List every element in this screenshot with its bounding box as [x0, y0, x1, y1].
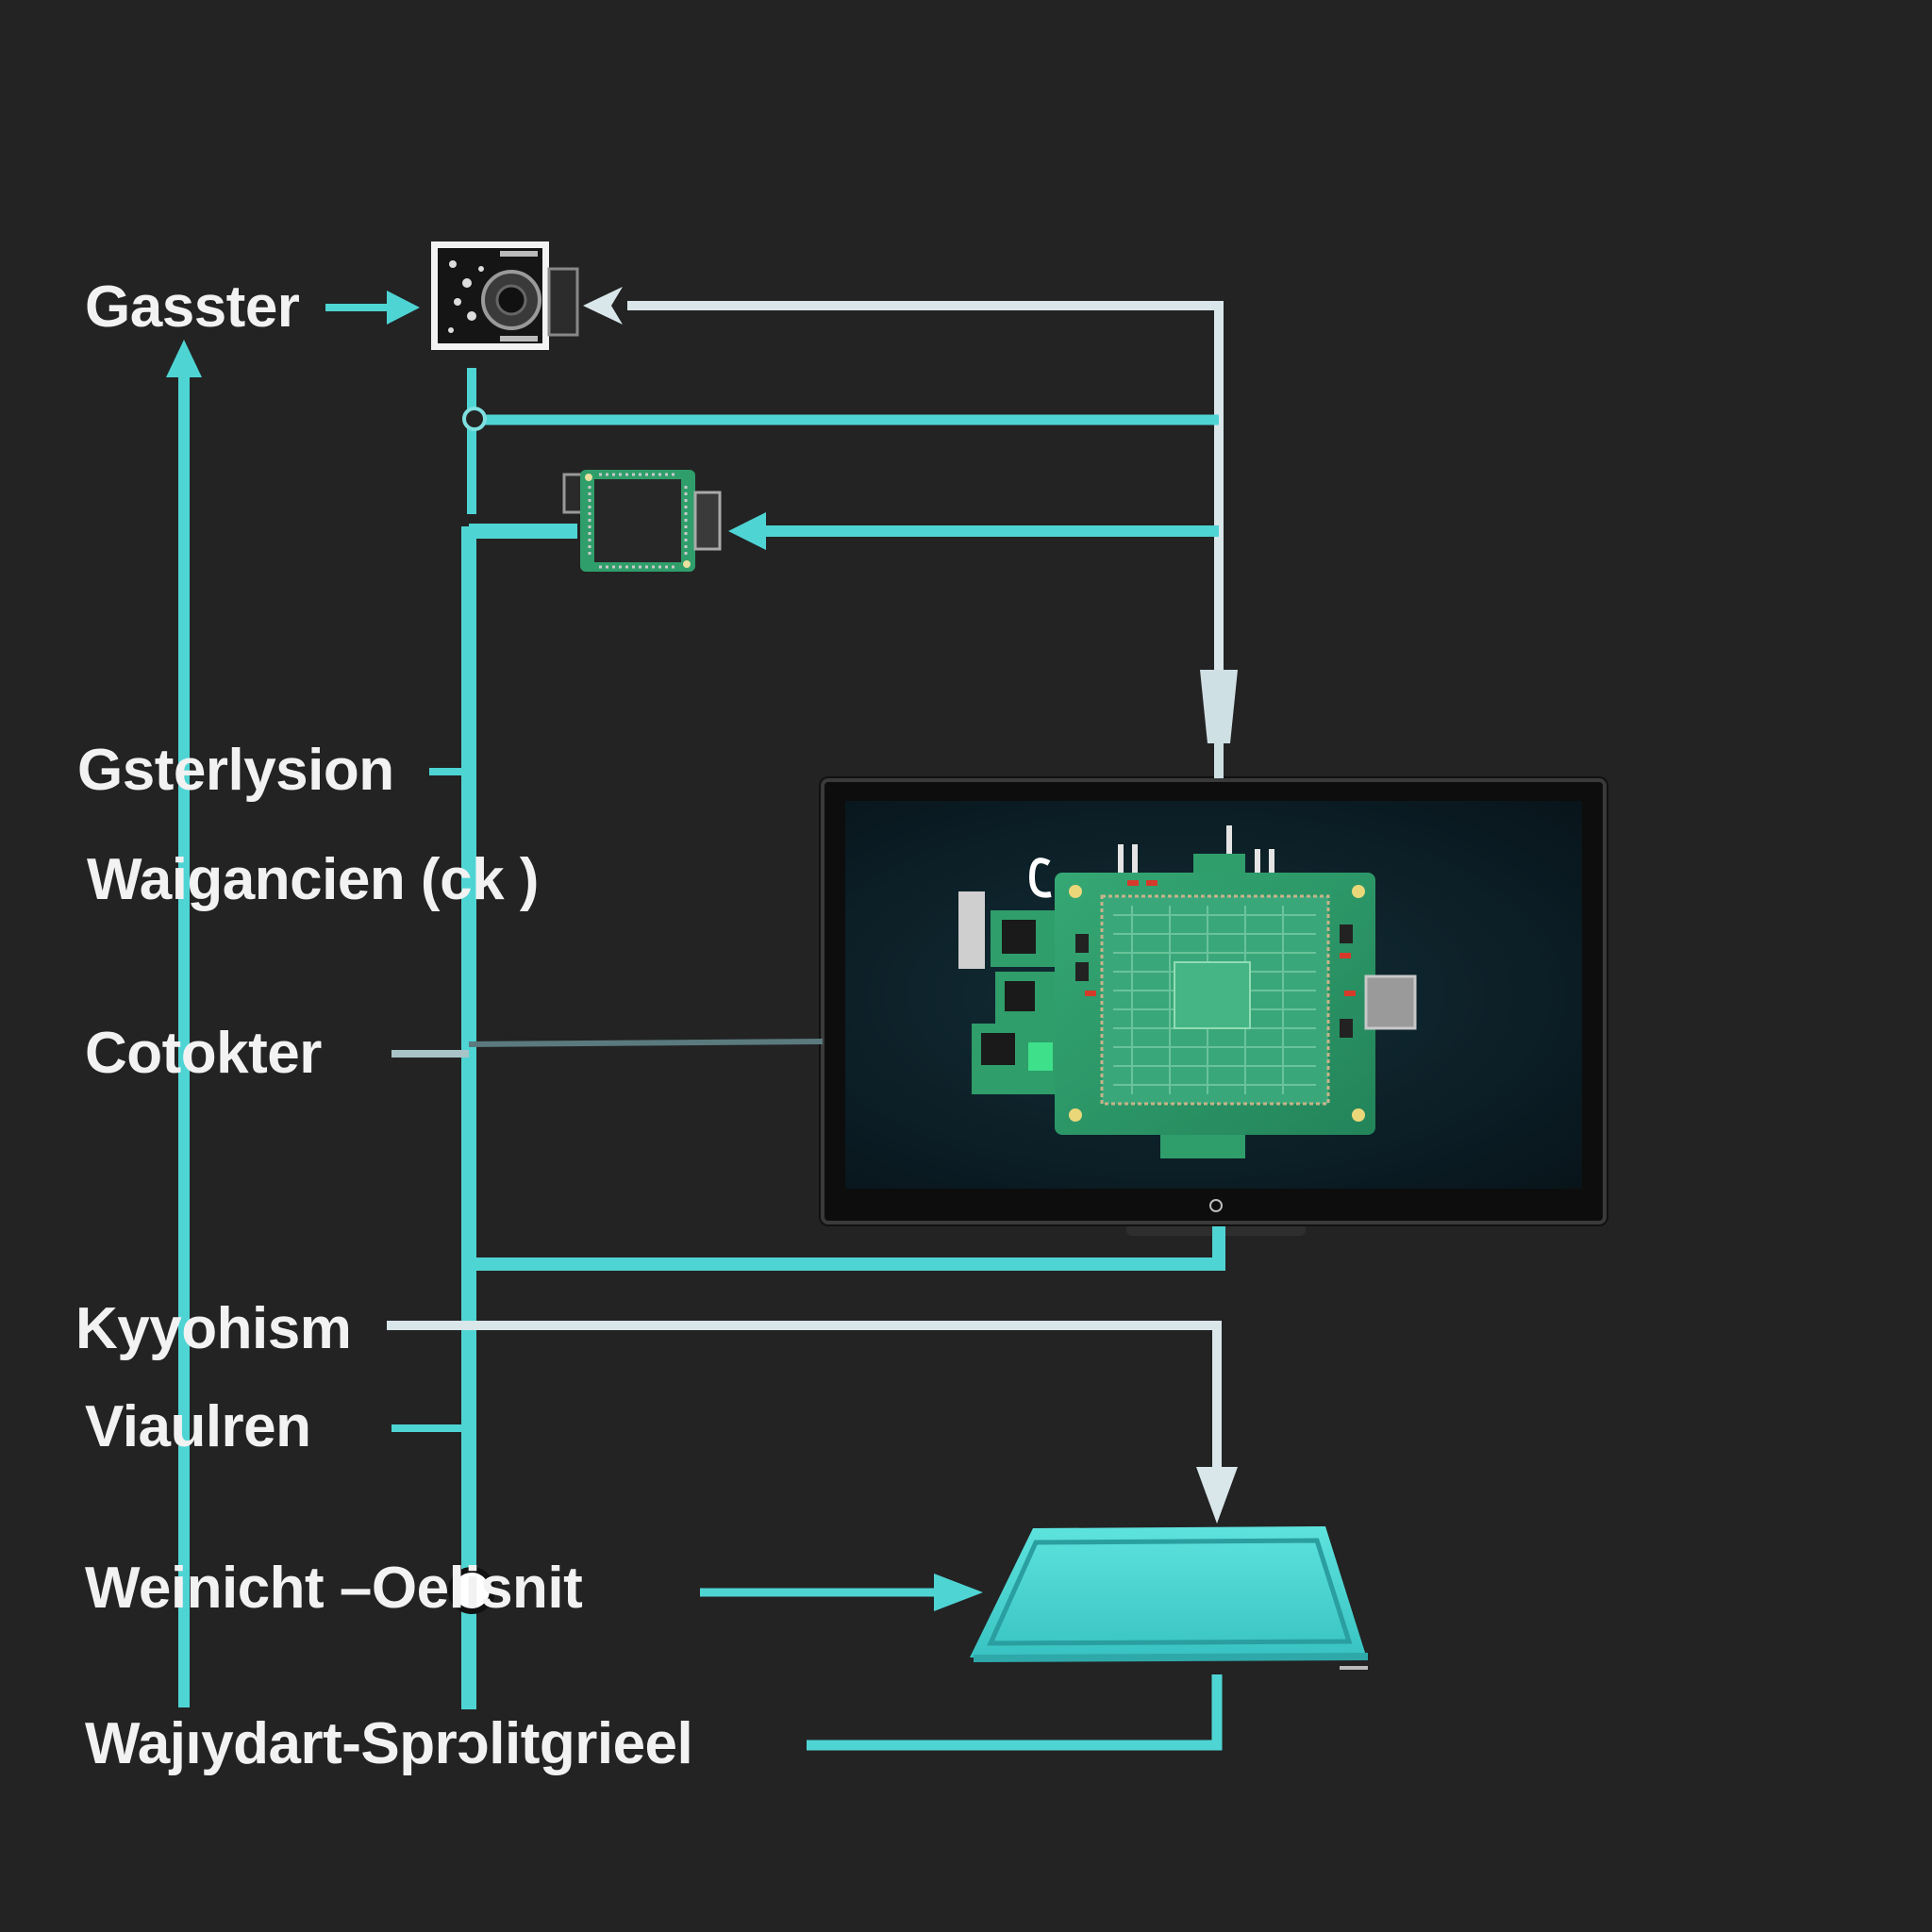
main-rail: [461, 524, 577, 1709]
label-kyyohism: Kyyohism: [75, 1296, 352, 1361]
arrow-to-platform-icon: [1196, 1467, 1238, 1524]
kyyohism-line: [387, 1321, 1222, 1472]
junction-node: [462, 407, 487, 431]
label-wajiydart: Wajıydart-Sprɔlitgrieel: [85, 1711, 693, 1776]
microchip-icon: [562, 470, 722, 572]
camera-input-arrow-icon: [583, 287, 623, 325]
monitor-return-line: [469, 1226, 1225, 1271]
arrow-to-chip-icon: [728, 512, 766, 550]
label-cotokter: Cotokter: [85, 1021, 322, 1086]
circuit-board-icon: [958, 825, 1417, 1158]
left-rail-arrow-icon: [166, 340, 202, 377]
platform-return-line: [807, 1674, 1223, 1751]
arrow-weinicht-icon: [934, 1574, 983, 1611]
camera-module-icon: [431, 242, 579, 350]
monitor-to-camera-line: [627, 301, 1224, 706]
connector-cotokter-monitor: [468, 1039, 824, 1047]
platform-pad-icon: [970, 1526, 1369, 1670]
label-viaulren: Viaulren: [85, 1394, 311, 1459]
arrow-to-camera-icon: [387, 291, 420, 325]
label-weinicht: Weinicht –Oelisnit: [85, 1556, 583, 1621]
label-waigancien: Waigancien (ck ): [87, 847, 539, 912]
weinicht-node: [448, 1567, 495, 1614]
label-gasster: Gasster: [85, 275, 300, 340]
power-led-icon: [1208, 1199, 1223, 1212]
monitor-input-arrow-icon: [1200, 670, 1238, 743]
label-gsterlysion: Gsterlysion: [77, 738, 394, 803]
